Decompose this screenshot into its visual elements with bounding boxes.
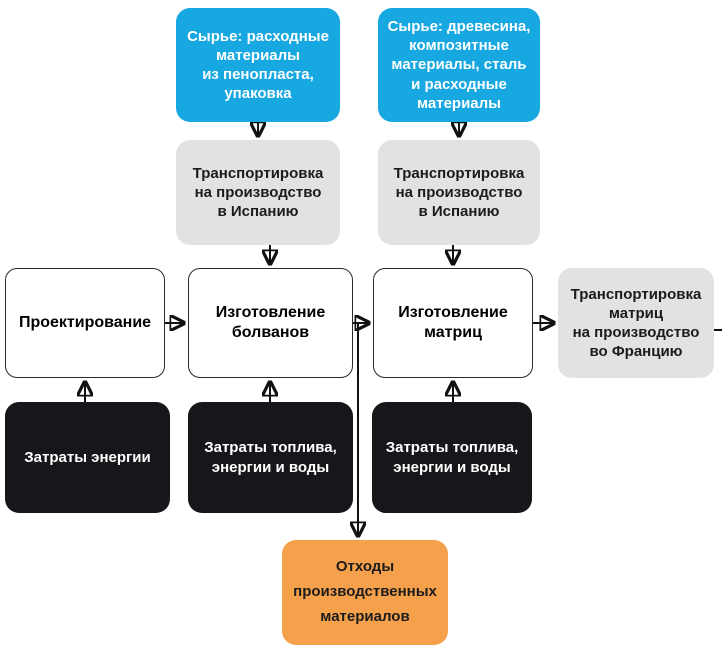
box-fuel-costs-1: Затраты топлива, энергии и воды [188,402,353,513]
box-molds-production: Изготовление матриц [373,268,533,378]
box-transport-spain-2: Транспортировка на производство в Испани… [378,140,540,245]
box-blanks-production: Изготовление болванов [188,268,353,378]
box-transport-france: Транспортировка матриц на производство в… [558,268,714,378]
box-energy-costs: Затраты энергии [5,402,170,513]
box-design: Проектирование [5,268,165,378]
box-raw-materials-foam: Сырье: расходные материалы из пенопласта… [176,8,340,122]
box-fuel-costs-2: Затраты топлива, энергии и воды [372,402,532,513]
box-waste: Отходы производственных материалов [282,540,448,645]
box-raw-materials-wood: Сырье: древесина, композитные материалы,… [378,8,540,122]
box-transport-spain-1: Транспортировка на производство в Испани… [176,140,340,245]
